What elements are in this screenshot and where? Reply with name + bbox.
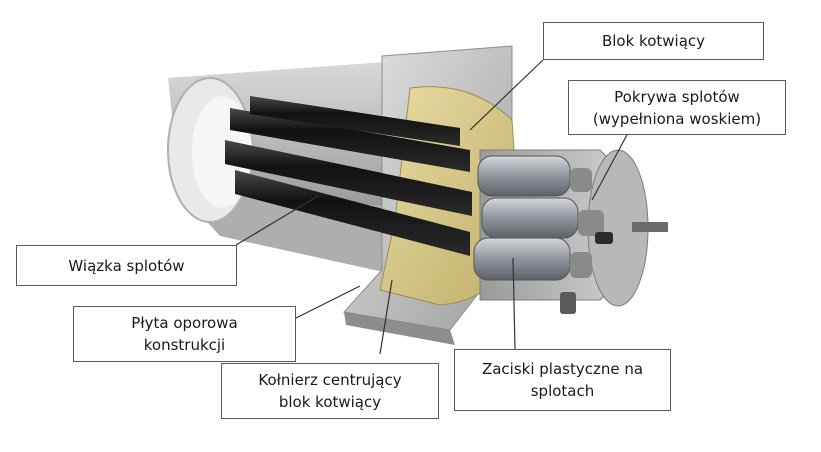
leader-blok-kotwiacy: [469, 59, 544, 131]
label-pokrywa-splotow: Pokrywa splotów (wypełniona woskiem): [568, 80, 786, 135]
label-plyta-oporowa: Płyta oporowa konstrukcji: [73, 306, 296, 362]
label-blok-kotwiacy: Blok kotwiący: [543, 22, 764, 60]
label-wiazka-splotow: Wiązka splotów: [16, 245, 237, 286]
leader-wiazka: [235, 195, 319, 246]
leader-plyta: [295, 285, 361, 319]
label-zaciski-plastyczne: Zaciski plastyczne na splotach: [454, 349, 671, 411]
label-kolnierz-centrujacy: Kołnierz centrujący blok kotwiący: [221, 363, 439, 419]
strand-bundle: [225, 96, 472, 256]
leader-kolnierz: [379, 279, 393, 355]
leader-pokrywa: [591, 132, 629, 201]
wedge-grips: [473, 155, 613, 314]
leader-zaciski: [512, 257, 516, 350]
